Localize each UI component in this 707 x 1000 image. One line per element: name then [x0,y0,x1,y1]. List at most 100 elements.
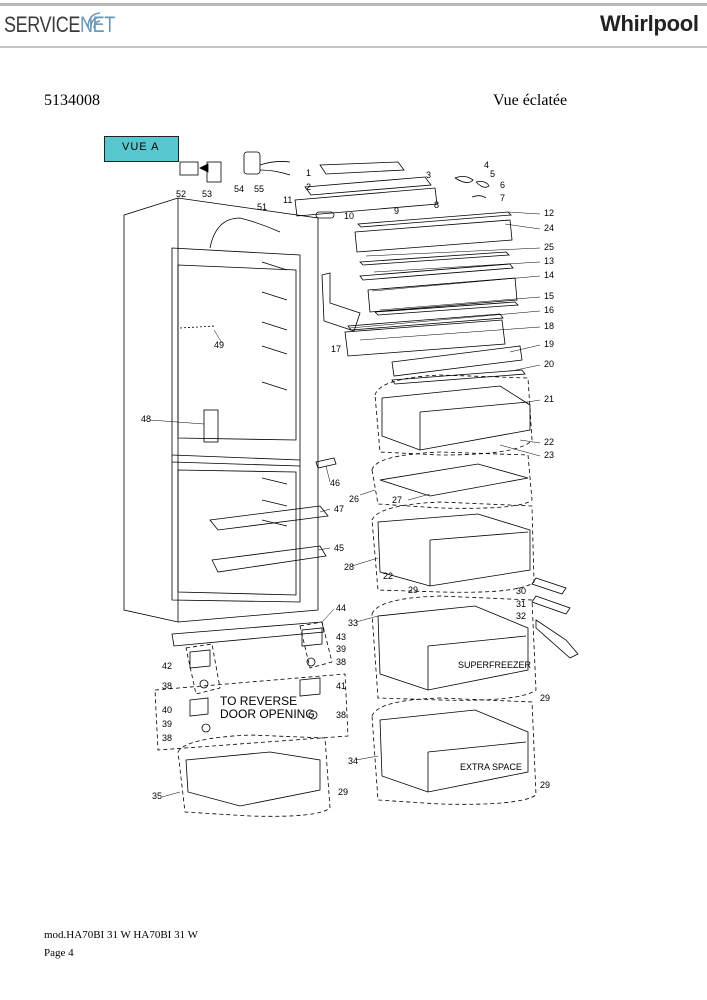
callout-19: 19 [544,339,554,349]
callout-13: 13 [544,256,554,266]
part-2-strip [304,176,432,196]
part-19-cover [391,345,523,377]
callout-40: 40 [162,705,172,715]
superfreezer-label: SUPERFREEZER [458,660,532,670]
callout-29-drawer28: 29 [408,585,418,595]
callout-20: 20 [544,359,554,369]
callout-29-drawer34: 29 [540,780,550,790]
part-47-shelf [209,505,329,531]
vue-a-box: VUE A [104,136,179,162]
part-11-control-bar [294,187,438,217]
callout-38-left-lower: 38 [162,733,172,743]
part-42-hinge [189,649,211,669]
reverse-door-note-line2: DOOR OPENING [220,707,315,721]
callout-43: 43 [336,632,346,642]
callout-14: 14 [544,270,554,280]
extraspace-label: EXTRA SPACE [460,762,522,772]
callout-28: 28 [344,562,354,572]
callout-3: 3 [426,170,431,180]
callout-22-lower: 22 [383,571,393,581]
callout-15: 15 [544,291,554,301]
part-25 [359,251,510,266]
part-10 [315,211,335,219]
part-28-drawer [377,513,531,587]
part-24-shelf [354,219,513,253]
part-5 [454,176,474,183]
callout-23: 23 [544,450,554,460]
part-32 [535,619,579,659]
part-20 [391,369,526,385]
part-46 [315,457,337,469]
callout-25: 25 [544,242,554,252]
callout-44: 44 [336,603,346,613]
part-34-drawer [379,709,529,793]
cabinet-interior [171,247,301,603]
part-15 [374,301,519,316]
document-code: 5134008 [44,92,100,109]
callout-39-left: 39 [162,719,172,729]
callout-11: 11 [283,195,292,205]
header-bottom-rule [0,46,707,48]
callout-16: 16 [544,305,554,315]
callout-18: 18 [544,321,554,331]
callout-38-right: 38 [336,657,346,667]
part-1-panel [319,161,405,175]
servicenet-wave-icon [87,12,101,29]
callout-7: 7 [500,193,505,203]
part-31 [531,595,571,615]
callout-21: 21 [544,394,554,404]
callout-52: 52 [176,189,186,199]
part-6 [475,181,490,188]
reverse-door-box [154,673,349,751]
whirlpool-logo: Whirlpool [600,11,699,36]
callout-41: 41 [336,681,346,691]
callout-47: 47 [334,504,344,514]
callout-38-right-lower: 38 [336,710,346,720]
callout-29-drawer35: 29 [338,787,348,797]
servicenet-logo: SERVICENET [4,12,115,38]
part-45-shelf [211,545,327,573]
part-12 [357,211,512,228]
cabinet-body [123,197,319,623]
callout-35: 35 [152,791,162,801]
callout-27: 27 [392,495,402,505]
part-33-drawer [377,605,529,691]
part-7 [471,195,487,199]
callout-39-right: 39 [336,644,346,654]
part-54 [243,151,261,175]
callout-51: 51 [257,202,267,212]
callout-38-left: 38 [162,681,172,691]
callout-22-upper: 22 [544,437,554,447]
part-52 [179,161,199,176]
part-44-plinth [171,621,325,647]
view-title: Vue éclatée [493,92,568,109]
part-17-bracket [321,272,361,332]
part-35-drawer [185,751,321,807]
part-41-hinge [299,677,321,697]
part-14-shelf [367,277,518,313]
callout-53: 53 [202,189,212,199]
callout-labels: 1 2 3 4 5 6 7 8 9 10 11 12 13 14 15 16 1… [141,160,554,801]
callout-4: 4 [484,160,489,170]
callout-5: 5 [490,169,495,179]
header-top-rule [0,3,707,6]
callout-54: 54 [234,184,244,194]
footer-model: mod.HA70BI 31 W HA70BI 31 W [44,929,198,941]
callout-17: 17 [331,344,341,354]
callout-24: 24 [544,223,554,233]
part-18-shelf [344,319,506,357]
callout-45: 45 [334,543,344,553]
part-53 [206,161,222,183]
part-27-cover [379,463,529,497]
callout-55: 55 [254,184,264,194]
callout-29-drawer33: 29 [540,693,550,703]
callout-31: 31 [516,599,526,609]
callout-30: 30 [516,586,526,596]
callout-10: 10 [344,211,354,221]
servicenet-logo-suffix: NET [80,12,115,37]
part-48 [203,409,219,443]
callout-42: 42 [162,661,172,671]
part-30 [531,577,567,595]
callout-46: 46 [330,478,340,488]
servicenet-logo-text: SERVICE [4,12,81,37]
